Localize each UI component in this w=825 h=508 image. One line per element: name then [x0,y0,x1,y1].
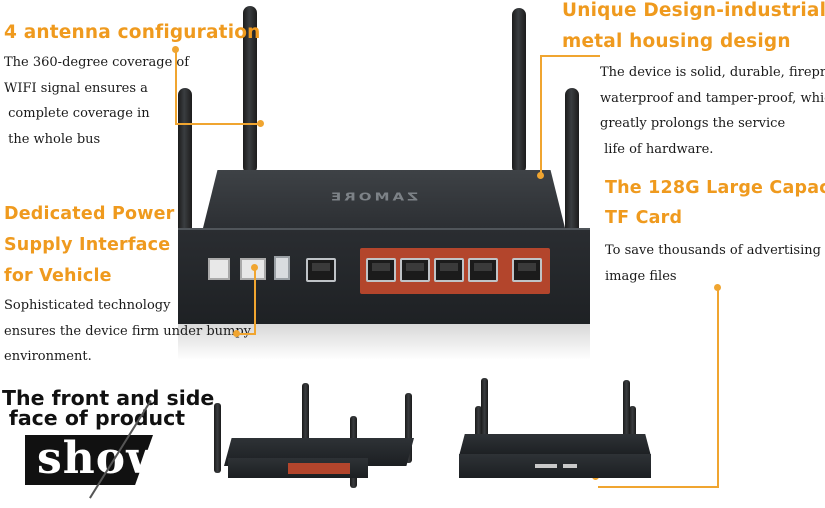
show-badge-text: show [37,433,165,484]
tfcard-callout-dot [714,284,721,291]
power-heading-line-1: Dedicated Power [4,204,175,224]
front-view-photo [210,378,425,498]
housing-heading-line-2: metal housing design [562,31,791,52]
power-leader-line [254,268,256,335]
lan-panel [288,463,350,474]
router-body: ZAMORE [178,160,590,360]
antenna-icon [214,403,221,473]
console-port-icon [306,258,336,282]
power-heading-line-2: Supply Interface [4,235,171,255]
power-line-1: Sophisticated technology [4,298,171,313]
antenna-back-left [243,6,257,174]
sim-slot-icon [563,464,577,468]
tfcard-line-1: To save thousands of advertising [605,243,821,258]
antenna-icon [481,378,488,443]
housing-target-dot [537,172,544,179]
power-leader-line [236,333,256,335]
showcase-title: The front and side face of product [2,386,215,430]
antenna-heading: 4 antenna configuration [4,22,261,43]
tfcard-heading-line-2: TF Card [605,208,683,228]
router-reflection [178,324,590,360]
housing-leader-line [540,55,542,175]
power-line-3: environment. [4,349,92,364]
antenna-line-2: WIFI signal ensures a [4,80,148,96]
antenna-callout-dot [172,46,179,53]
showcase-title-line-2: face of product [8,406,186,430]
housing-line-4: life of hardware. [600,141,714,157]
antenna-line-3: complete coverage in [4,106,150,121]
router-body [459,434,651,456]
tfcard-leader-line [598,486,719,488]
tf-card-slot-icon [535,464,557,468]
antenna-line-4: the whole bus [4,131,101,147]
lan-port-icon [366,258,396,282]
usb-port-icon [274,256,290,280]
showcase-title-line-1: The front and side [2,386,215,410]
power-description: Sophisticated technology ensures the dev… [4,293,251,370]
housing-heading-line-1: Unique Design-industrial [562,0,825,21]
housing-line-3: greatly prolongs the service [600,116,786,131]
side-view-photo [455,378,655,488]
power-target-dot [251,264,258,271]
antenna-description: The 360-degree coverage of WIFI signal e… [4,50,189,152]
power-port-icon [208,258,230,280]
lan-port-icon [468,258,498,282]
antenna-leader-line [175,123,260,125]
housing-description: The device is solid, durable, fireproof,… [600,60,825,162]
housing-leader-line [540,55,600,57]
antenna-leader-line [175,50,177,124]
power-heading-line-3: for Vehicle [4,266,112,286]
show-badge [25,435,153,485]
antenna-back-right [512,8,526,174]
tfcard-heading-line-1: The 128G Large Capacity [605,178,825,198]
antenna-icon [302,383,309,443]
antenna-icon [623,380,630,443]
power-line-2: ensures the device firm under bumpy [4,323,252,339]
brand-logo: ZAMORE [328,190,418,204]
antenna-target-dot [257,120,264,127]
lan-port-icon [434,258,464,282]
lan-port-icon [400,258,430,282]
housing-line-2: waterproof and tamper-proof, which [600,90,825,106]
antenna-icon [405,393,412,463]
tfcard-description: To save thousands of advertising image f… [605,238,821,289]
housing-line-1: The device is solid, durable, fireproof, [600,65,825,80]
router-top-panel [203,170,565,228]
tfcard-line-2: image files [605,268,677,284]
wan-port-icon [512,258,542,282]
antenna-line-1: The 360-degree coverage of [4,55,190,70]
tfcard-leader-line [717,288,719,488]
